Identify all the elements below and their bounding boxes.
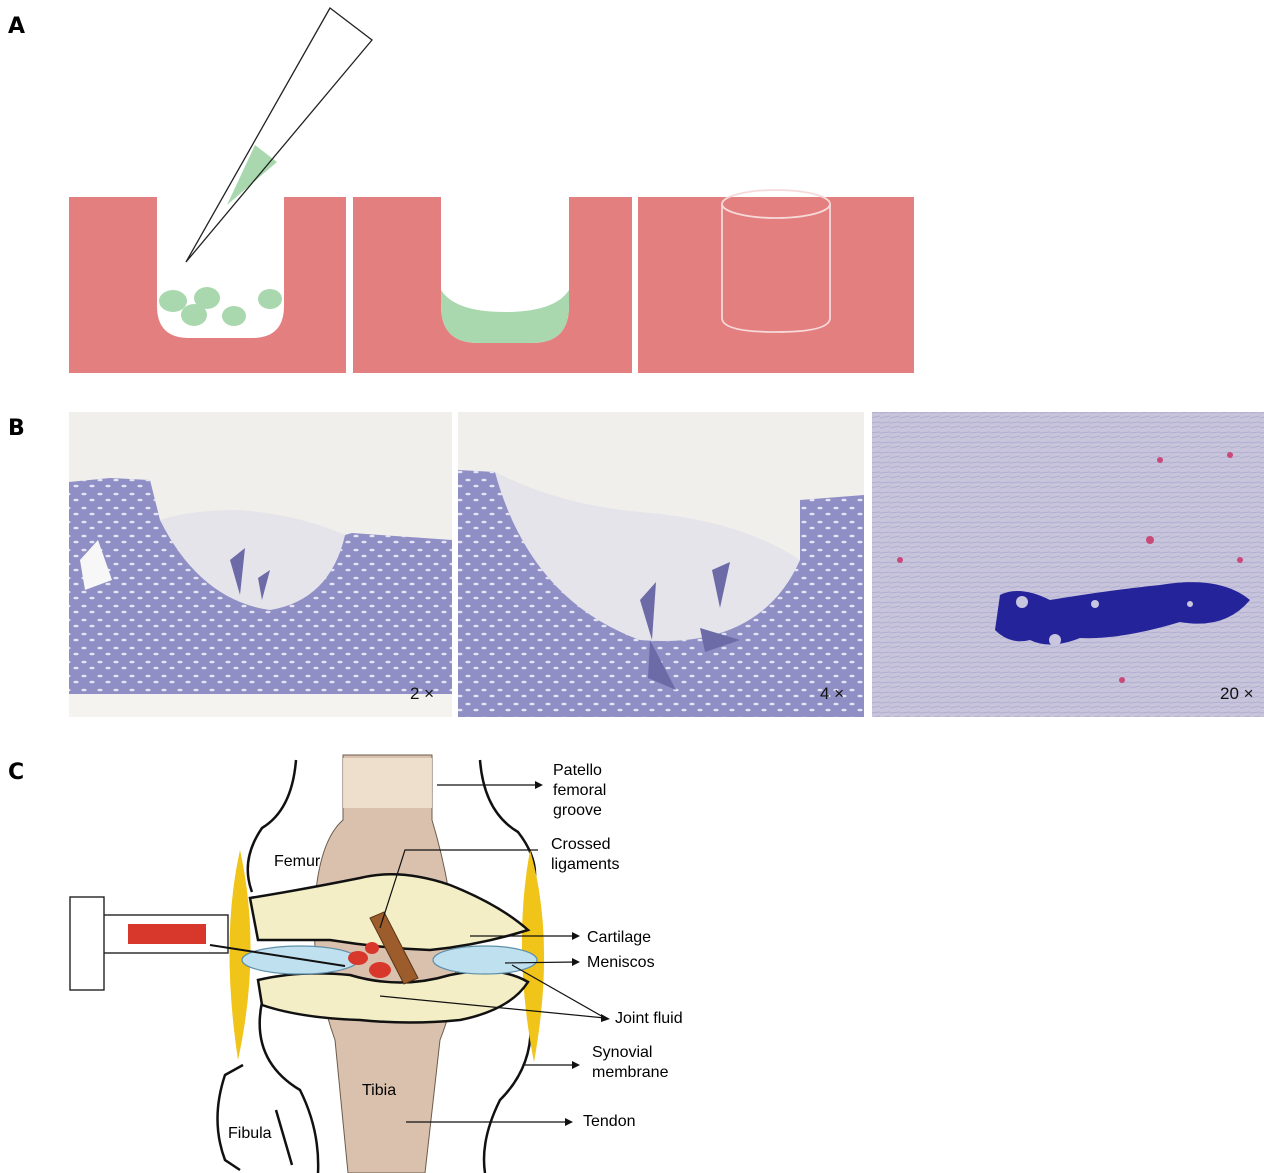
label-tibia: Tibia: [362, 1081, 396, 1101]
label-synovial-line2: membrane: [592, 1063, 668, 1083]
label-patello-femoral-groove: Patello femoral groove: [553, 761, 606, 821]
label-patello-line2: femoral: [553, 781, 606, 801]
label-joint-fluid: Joint fluid: [615, 1009, 683, 1029]
label-cartilage: Cartilage: [587, 928, 651, 948]
label-crossed-ligaments: Crossed ligaments: [551, 835, 619, 875]
label-crossed-line2: ligaments: [551, 855, 619, 875]
label-patello-line3: groove: [553, 801, 606, 821]
label-patello-line1: Patello: [553, 761, 606, 781]
label-femur: Femur: [274, 852, 320, 872]
fibula-outline: [218, 1065, 293, 1170]
label-synovial-line1: Synovial: [592, 1043, 668, 1063]
label-meniscos: Meniscos: [587, 953, 655, 973]
label-tendon: Tendon: [583, 1112, 636, 1132]
label-crossed-line1: Crossed: [551, 835, 619, 855]
label-fibula: Fibula: [228, 1124, 272, 1144]
label-synovial-membrane: Synovial membrane: [592, 1043, 668, 1083]
